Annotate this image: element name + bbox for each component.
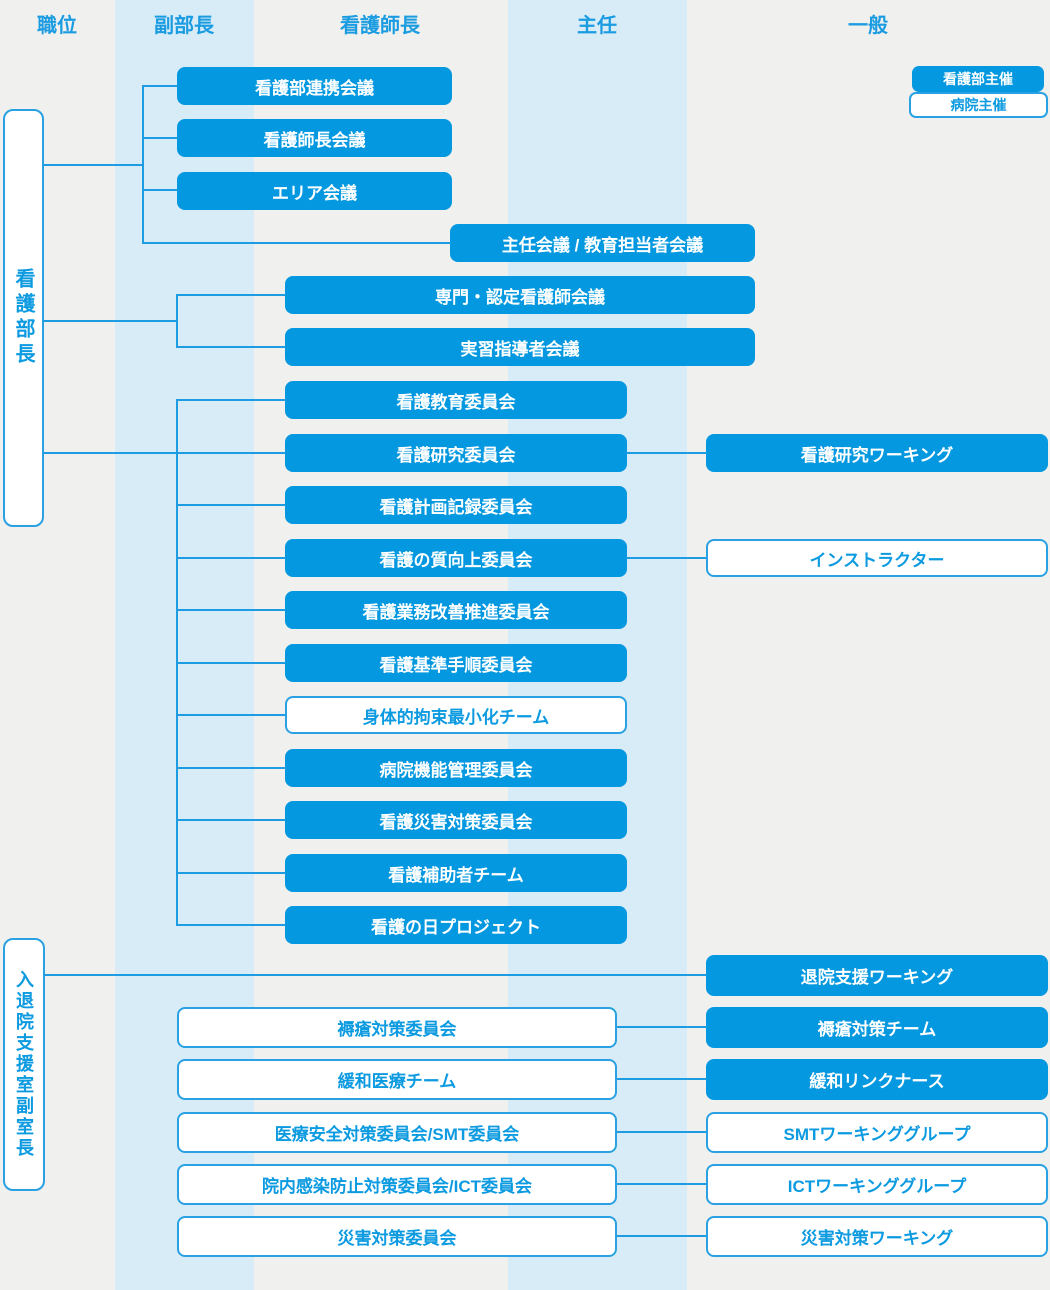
- node-jokuso-iinkai: 褥瘡対策委員会: [177, 1007, 617, 1048]
- node-shitsu-kojo: 看護の質向上委員会: [285, 539, 627, 577]
- node-kanwa-iryo-team: 緩和医療チーム: [177, 1059, 617, 1100]
- connector-line: [177, 399, 285, 401]
- node-ict-working: ICTワーキンググループ: [706, 1164, 1048, 1205]
- node-iryo-anzen-smt: 医療安全対策委員会/SMT委員会: [177, 1112, 617, 1153]
- node-shunin-kaigi: 主任会議 / 教育担当者会議: [450, 224, 755, 262]
- connector-line: [177, 504, 285, 506]
- column-header-kangoshicho: 看護師長: [340, 15, 420, 37]
- node-kanwa-link-nurse: 緩和リンクナース: [706, 1059, 1048, 1100]
- connector-line: [43, 320, 178, 322]
- connector-line: [143, 189, 177, 191]
- node-taiin-shien-working: 退院支援ワーキング: [706, 955, 1048, 996]
- connector-line: [143, 137, 177, 139]
- column-header-shokui: 職位: [37, 15, 77, 37]
- connector-line: [177, 346, 285, 348]
- node-jisshu-shidosha: 実習指導者会議: [285, 328, 755, 366]
- node-jokuso-team: 褥瘡対策チーム: [706, 1007, 1048, 1048]
- node-renkei-kaigi: 看護部連携会議: [177, 67, 452, 105]
- connector-line: [177, 294, 285, 296]
- connector-line: [627, 452, 706, 454]
- node-innai-kansen-ict: 院内感染防止対策委員会/ICT委員会: [177, 1164, 617, 1205]
- legend-hospital-hosted: 病院主催: [909, 92, 1048, 118]
- node-instructor: インストラクター: [706, 539, 1048, 577]
- node-senmon-nintei: 専門・認定看護師会議: [285, 276, 755, 314]
- connector-line: [615, 1235, 707, 1237]
- node-keikaku-kiroku: 看護計画記録委員会: [285, 486, 627, 524]
- node-byoin-kino: 病院機能管理委員会: [285, 749, 627, 787]
- node-kango-saigai: 看護災害対策委員会: [285, 801, 627, 839]
- node-kango-no-hi: 看護の日プロジェクト: [285, 906, 627, 944]
- node-gyomu-kaizen: 看護業務改善推進委員会: [285, 591, 627, 629]
- connector-line: [615, 1183, 707, 1185]
- column-header-ippan: 一般: [848, 15, 888, 37]
- connector-line: [615, 1078, 707, 1080]
- connector-line: [43, 164, 144, 166]
- node-kenkyu-working: 看護研究ワーキング: [706, 434, 1048, 472]
- node-kenkyu-iinkai: 看護研究委員会: [285, 434, 627, 472]
- connector-line: [177, 662, 285, 664]
- connector-line: [615, 1131, 707, 1133]
- connector-line: [177, 872, 285, 874]
- connector-line: [177, 714, 285, 716]
- connector-line: [143, 85, 177, 87]
- connector-line: [177, 609, 285, 611]
- connector-line: [43, 452, 285, 454]
- node-kosoku-saishoka: 身体的拘束最小化チーム: [285, 696, 627, 734]
- column-header-shunin: 主任: [577, 15, 617, 37]
- connector-line: [177, 924, 285, 926]
- connector-line: [177, 557, 285, 559]
- box-admission-support-deputy: 入退院支援室副室長: [3, 938, 45, 1191]
- box-nursing-director: 看護部長: [3, 109, 44, 527]
- legend-nursing-dept-hosted: 看護部主催: [912, 66, 1044, 92]
- node-area-kaigi: エリア会議: [177, 172, 452, 210]
- node-kijun-tejun: 看護基準手順委員会: [285, 644, 627, 682]
- connector-line: [143, 242, 450, 244]
- column-header-fukubucho: 副部長: [154, 15, 214, 37]
- connector-line: [627, 557, 706, 559]
- connector-line: [44, 974, 707, 976]
- connector-line: [615, 1026, 707, 1028]
- node-saigai-working: 災害対策ワーキング: [706, 1216, 1048, 1257]
- node-smt-working: SMTワーキンググループ: [706, 1112, 1048, 1153]
- connector-line: [177, 767, 285, 769]
- node-hojosha-team: 看護補助者チーム: [285, 854, 627, 892]
- node-kyoiku-iinkai: 看護教育委員会: [285, 381, 627, 419]
- connector-line: [177, 819, 285, 821]
- node-saigai-iinkai: 災害対策委員会: [177, 1216, 617, 1257]
- node-shicho-kaigi: 看護師長会議: [177, 119, 452, 157]
